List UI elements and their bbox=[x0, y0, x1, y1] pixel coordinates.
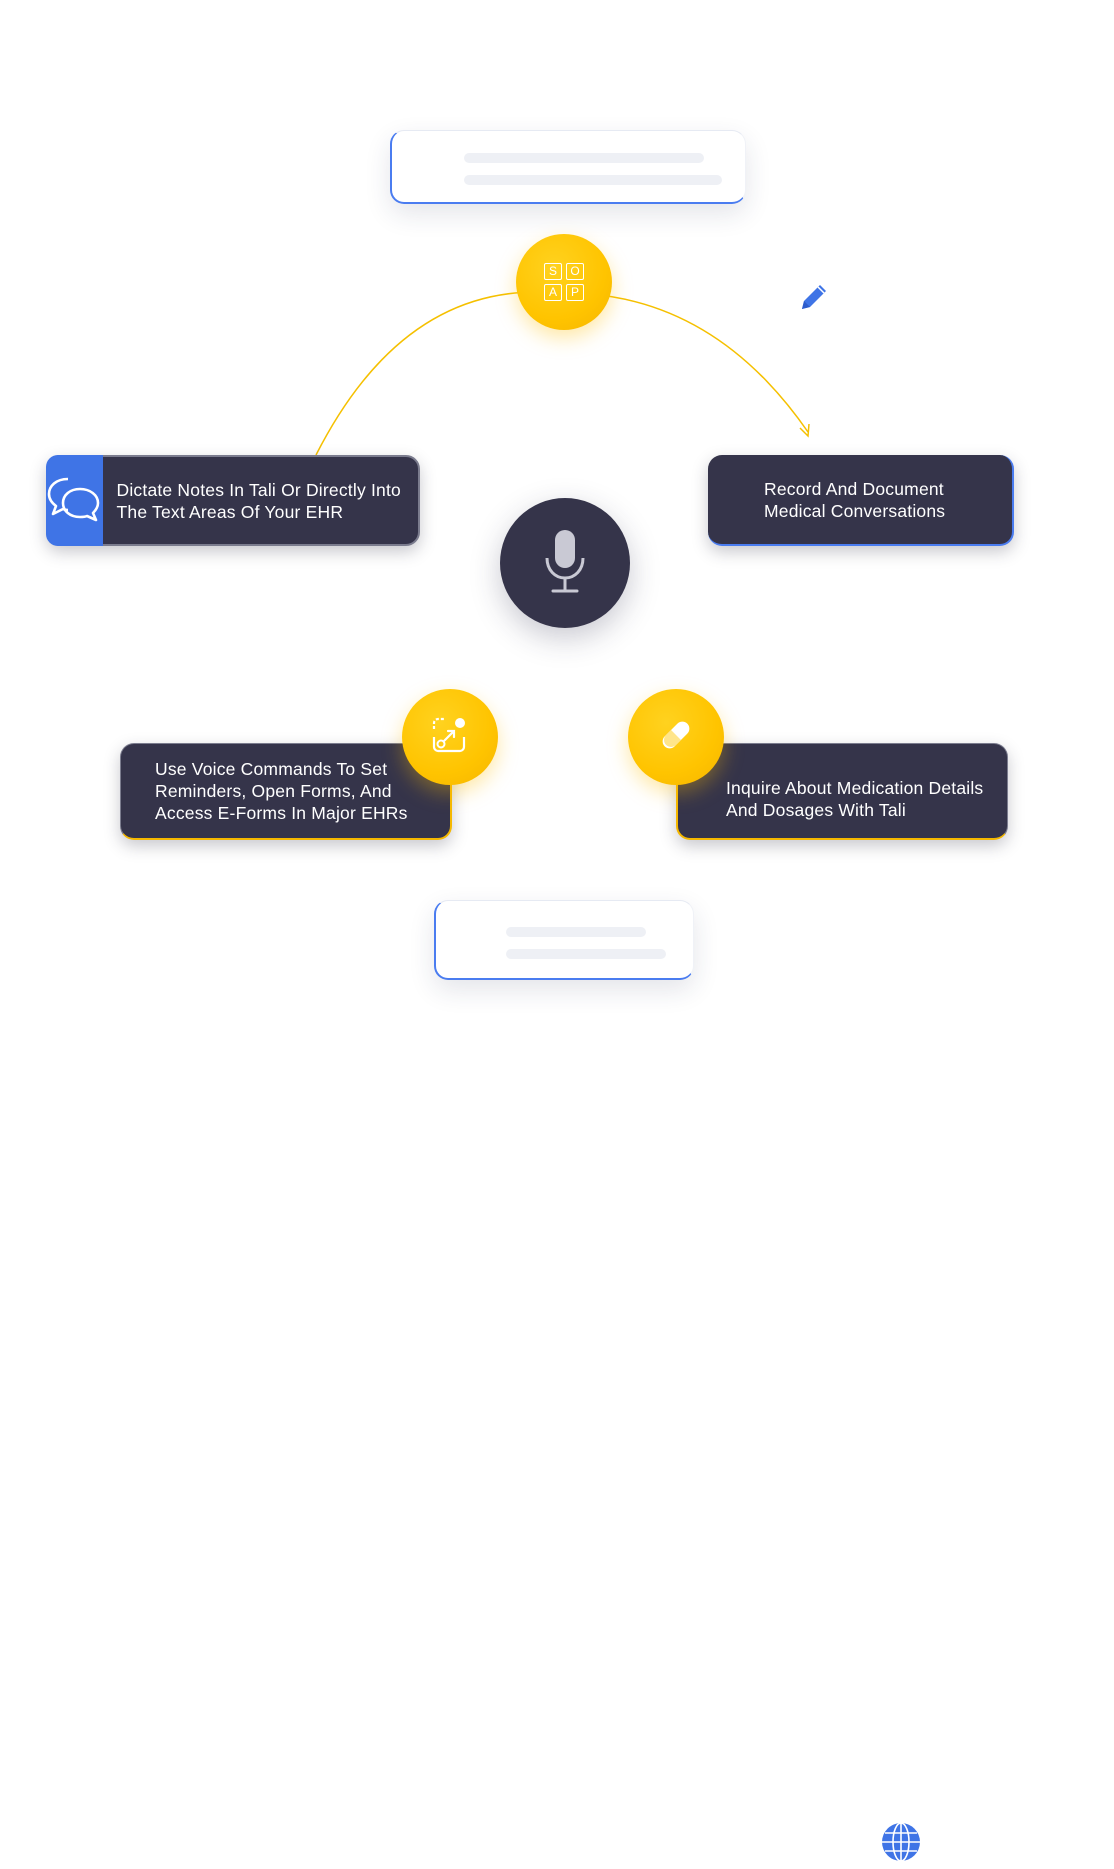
pill-icon bbox=[656, 715, 696, 760]
card-record: Record And Document Medical Conversation… bbox=[708, 455, 1014, 546]
soap-o: O bbox=[566, 263, 584, 280]
globe-icon bbox=[879, 1820, 923, 1869]
faded-text-placeholder-bottom bbox=[506, 927, 666, 971]
faded-text-placeholder bbox=[464, 153, 722, 197]
soap-grid-icon: S O A P bbox=[544, 263, 584, 301]
voice-text: Use Voice Commands To Set Reminders, Ope… bbox=[155, 759, 408, 823]
card-voice-commands: Use Voice Commands To Set Reminders, Ope… bbox=[120, 743, 452, 840]
card-top-faded bbox=[390, 130, 826, 309]
medication-text: Inquire About Medication Details And Dos… bbox=[726, 778, 984, 820]
card-bottom-faded bbox=[434, 900, 920, 1862]
soap-a: A bbox=[544, 284, 562, 301]
soap-s: S bbox=[544, 263, 562, 280]
card-dictate: Dictate Notes In Tali Or Directly Into T… bbox=[46, 455, 420, 546]
card-medication: Inquire About Medication Details And Dos… bbox=[676, 743, 1008, 840]
voice-command-circle bbox=[402, 689, 498, 785]
pill-circle bbox=[628, 689, 724, 785]
arc-arrowhead bbox=[799, 423, 810, 438]
dictate-icon-block bbox=[46, 455, 103, 546]
soap-circle: S O A P bbox=[516, 234, 612, 330]
chat-bubbles-icon bbox=[46, 473, 102, 528]
soap-p: P bbox=[566, 284, 584, 301]
dictate-text: Dictate Notes In Tali Or Directly Into T… bbox=[116, 479, 401, 522]
pencil-icon bbox=[794, 277, 832, 322]
microphone-icon bbox=[541, 528, 589, 599]
voice-command-icon bbox=[430, 715, 470, 760]
record-text: Record And Document Medical Conversation… bbox=[764, 478, 946, 521]
microphone-button[interactable] bbox=[500, 498, 630, 628]
